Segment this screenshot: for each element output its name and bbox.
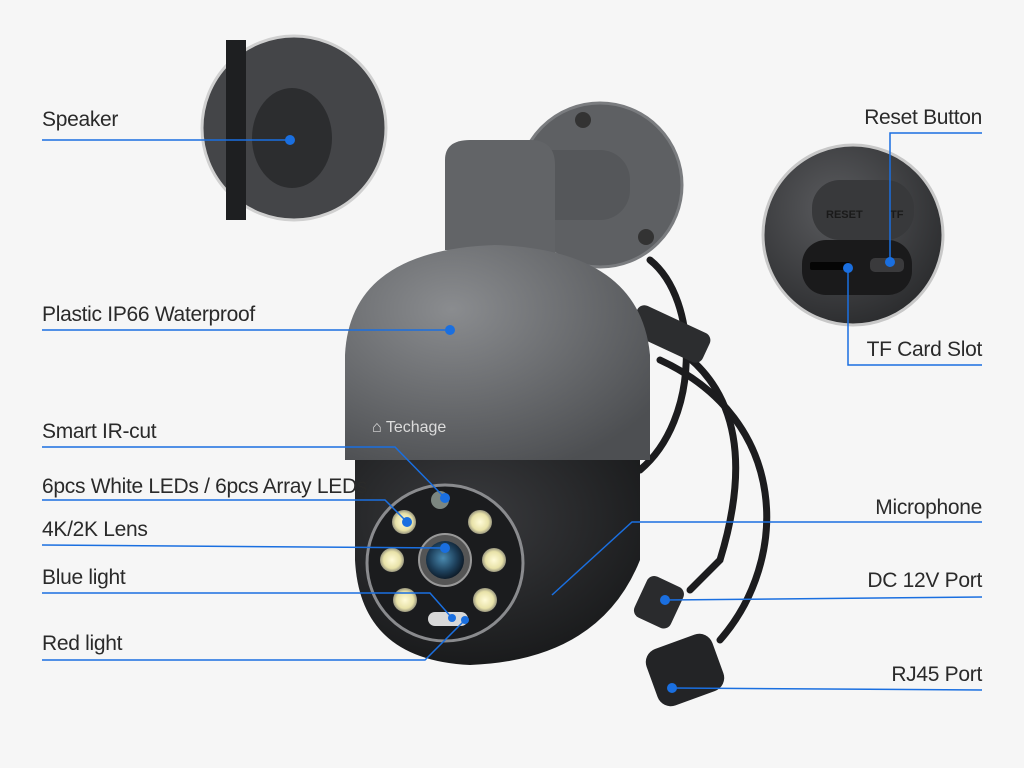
reset-tf-inset: RESET TF [761,143,945,327]
label-waterproof: Plastic IP66 Waterproof [42,303,255,326]
inset-tf-text: TF [890,209,904,221]
speaker-inset [200,34,388,222]
inset-reset-text: RESET [826,209,863,221]
label-blue-light: Blue light [42,566,126,589]
label-ir-cut: Smart IR-cut [42,420,157,443]
label-dc-port: DC 12V Port [867,569,982,592]
label-microphone: Microphone [875,496,982,519]
brand-logo: ⌂ Techage [372,419,446,436]
callout-lines [41,132,983,691]
label-speaker: Speaker [42,108,119,131]
label-tf-slot: TF Card Slot [866,338,983,361]
callout-dots [285,135,895,693]
label-red-light: Red light [42,632,123,655]
label-reset: Reset Button [864,106,982,129]
camera-dome [345,245,650,460]
led-ring [365,483,525,643]
label-lens: 4K/2K Lens [42,518,148,541]
camera-neck [445,140,555,255]
label-leds: 6pcs White LEDs / 6pcs Array LEDs [42,475,368,498]
label-rj45: RJ45 Port [891,663,982,686]
cables [629,256,771,707]
